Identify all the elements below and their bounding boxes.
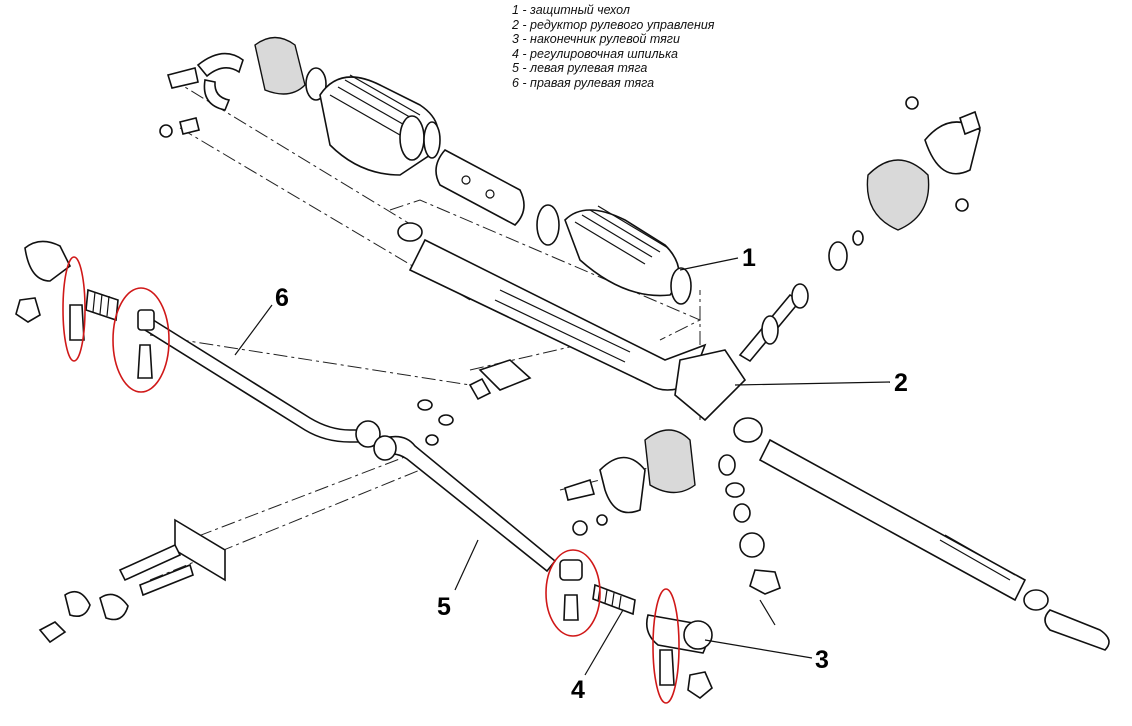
rack-adjuster-stack [718,454,781,626]
left-mounting-clamp [159,52,244,138]
tie-rod-center-bracket [417,359,532,446]
legend-item-4: 4 - регулировочная шпилька [512,46,678,61]
right-tie-rod-end [15,240,119,341]
steering-rack-housing [397,222,763,443]
legend-item-3: 3 - наконечник рулевой тяги [512,32,680,46]
boot-1-bellows [564,205,692,305]
right-mounting-clamp [564,429,696,536]
highlight-ellipse [652,588,680,704]
left-tie-rod-5 [373,435,583,621]
callout-2: 2 [894,369,908,397]
pinion-shaft-assembly [738,96,981,363]
highlight-marks [62,256,680,704]
adjusting-stud-4 [592,583,636,616]
rack-shaft [758,438,1110,651]
highlight-ellipse [62,256,86,362]
parts-legend: 1 - защитный чехол 2 - редуктор рулевого… [512,3,714,90]
legend-item-2: 2 - редуктор рулевого управления [512,17,715,32]
callout-1: 1 [742,244,756,272]
highlight-ellipse [112,287,170,393]
sleeve-tube [435,148,560,246]
callout-5: 5 [437,593,451,621]
left-rubber-mount [254,36,327,101]
upper-bellows [319,74,441,176]
legend-item-6: 6 - правая рулевая тяга [512,75,655,90]
legend-item-1: 1 - защитный чехол [512,3,630,17]
legend-item-5: 5 - левая рулевая тяга [512,61,648,75]
inner-tie-rod-mounting-plate [38,518,226,644]
callout-leaders [234,257,891,676]
right-tie-rod-6 [137,309,381,448]
callout-3: 3 [815,646,829,674]
callout-4: 4 [571,676,585,704]
left-tie-rod-end-3 [645,614,713,699]
highlight-ellipse [545,549,601,637]
callout-6: 6 [275,284,289,312]
